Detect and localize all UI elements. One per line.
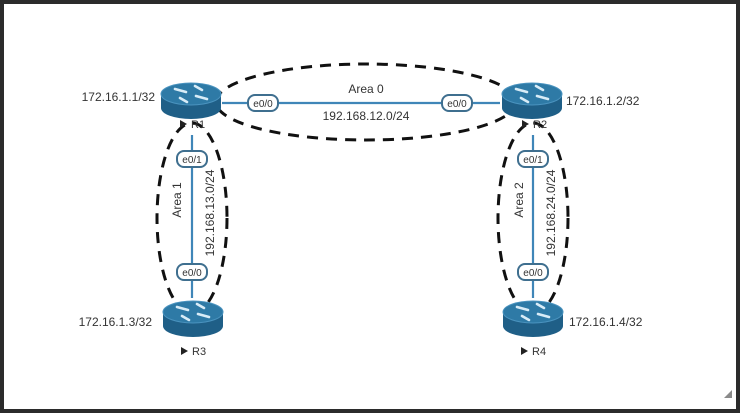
interface-label: e0/1 [523,155,543,166]
interface-badge-r1-e0-1[interactable]: e0/1 [176,150,208,168]
resize-grip-icon[interactable] [724,390,732,398]
subnet-r2-r4: 192.168.24.0/24 [544,169,558,256]
interface-badge-r3-e0-0[interactable]: e0/0 [176,263,208,281]
subnet-r1-r3: 192.168.13.0/24 [203,169,217,256]
area-1-label: Area 1 [170,182,184,218]
interface-label: e0/0 [253,99,273,110]
subnet-r1-r2: 192.168.12.0/24 [323,109,410,123]
area-2-boundary [496,121,570,315]
router-r1[interactable]: 172.16.1.1/32 R1 [82,81,223,131]
router-r1-name: R1 [191,119,205,131]
router-icon [500,81,564,121]
play-triangle-icon [521,347,528,355]
router-icon [501,299,565,339]
area-0-label: Area 0 [348,82,384,96]
router-r4-loopback: 172.16.1.4/32 [569,315,643,329]
router-r3-loopback: 172.16.1.3/32 [79,315,153,329]
area-1-boundary [155,121,229,315]
interface-badge-r2-e0-1[interactable]: e0/1 [517,150,549,168]
interface-label: e0/0 [447,99,467,110]
router-r4-name: R4 [532,346,546,358]
interface-badge-r2-e0-0[interactable]: e0/0 [441,94,473,112]
router-r3-name: R3 [192,346,206,358]
router-r2-loopback: 172.16.1.2/32 [566,94,640,108]
interface-label: e0/1 [182,155,202,166]
area-2-label: Area 2 [512,182,526,218]
router-r4[interactable]: 172.16.1.4/32 R4 [501,299,643,358]
router-icon [159,81,223,121]
router-r2-name: R2 [533,119,547,131]
router-r2[interactable]: 172.16.1.2/32 R2 [500,81,640,131]
play-triangle-icon [181,347,188,355]
interface-badge-r1-e0-0[interactable]: e0/0 [247,94,279,112]
interface-label: e0/0 [523,268,543,279]
interface-label: e0/0 [182,268,202,279]
router-r1-loopback: 172.16.1.1/32 [82,90,156,104]
interface-badge-r4-e0-0[interactable]: e0/0 [517,263,549,281]
router-icon [161,299,225,339]
router-r3[interactable]: 172.16.1.3/32 R3 [79,299,225,358]
play-triangle-icon [180,120,187,128]
play-triangle-icon [522,120,529,128]
